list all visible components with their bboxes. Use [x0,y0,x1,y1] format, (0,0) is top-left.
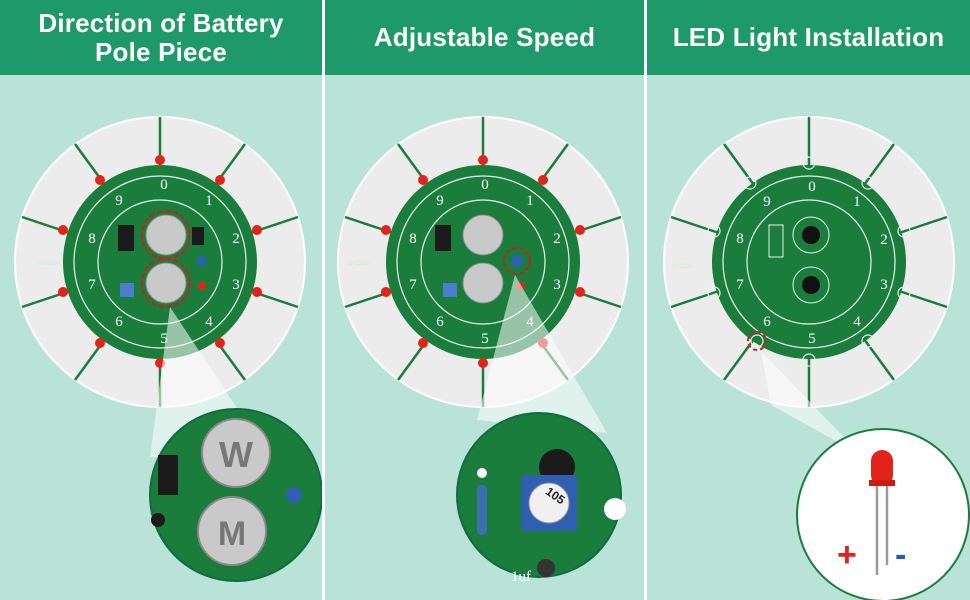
callout-circle [747,331,767,351]
switch [443,283,457,297]
ic-footprint [768,224,784,258]
pcb-board [63,165,257,359]
panel-header: LED Light Installation [647,0,970,75]
dial-number: 4 [205,314,213,330]
ic-chip [158,455,178,495]
dial-number: 0 [160,177,168,193]
callout-circle [141,210,191,260]
led-board-illustration: 0 1 2 3 4 5 6 7 8 9 XH2200 [663,116,970,600]
capacitor-label: 1uf [511,569,531,585]
mount-hole [604,498,626,520]
panel-led-installation: LED Light Installation [647,0,970,600]
dial-number: 8 [736,231,744,247]
panel-title: LED Light Installation [672,22,945,52]
ic-chip [192,227,204,245]
board-label: XH2200 [38,261,60,267]
dial-number: 2 [232,231,240,247]
battery-holder [462,262,504,304]
dial-number: 7 [88,277,96,293]
dial-number: 1 [205,193,213,209]
disc-segment-lines [670,117,948,407]
svg-text:M: M [218,515,246,553]
negative-sign: - [895,536,907,574]
panel-header: Adjustable Speed [325,0,644,75]
panel-title: Adjustable Speed [373,22,596,52]
dial-number: 6 [115,314,123,330]
zoom-view [796,428,970,600]
battery-holder [197,496,267,566]
capacitor [151,513,165,527]
callout-circle [141,258,191,308]
dial-number: 7 [409,277,417,293]
dial-number: 0 [808,179,816,195]
switch [120,283,134,297]
led-ring [58,155,262,368]
potentiometer [286,487,302,503]
dial-number: 1 [853,194,861,210]
dial-number: 6 [763,314,771,330]
battery-holder [462,214,504,256]
potentiometer [197,256,207,266]
capacitor [537,559,555,577]
dial-number: 8 [409,231,417,247]
zoom-beam [761,351,861,455]
dial-number: 6 [436,314,444,330]
battery-holder [145,214,187,256]
pcb-board [386,165,580,359]
board-label: XH2200 [671,264,693,270]
zoom-view [149,408,322,582]
battery-holder [145,262,187,304]
pcb-board [712,165,906,359]
ic-chip [435,225,451,251]
board-label: XH2200 [347,261,369,267]
positive-sign: + [837,536,857,574]
dial-numbers: 0 1 2 3 4 5 6 7 8 9 [736,179,888,347]
dial-number: 8 [88,231,96,247]
resistor [477,485,487,535]
dial-number: 2 [553,231,561,247]
potentiometer [511,255,523,267]
led-pads [707,156,911,367]
dial-number: 9 [115,193,123,209]
led-bulb [871,450,893,486]
battery-footprint [792,216,830,254]
dial-number: 7 [736,277,744,293]
dial-number: 3 [880,277,888,293]
callout-circle [503,247,531,275]
speed-board-illustration: 0 1 2 3 4 5 6 7 8 9 XH2200 [337,116,629,585]
dial-number: 3 [232,277,240,293]
led-component [869,450,895,575]
zoom-beam [477,275,607,433]
mount-hole [477,468,487,478]
dial-number: 5 [481,331,489,347]
panel-adjustable-speed: Adjustable Speed [325,0,644,600]
dial-number: 2 [880,232,888,248]
dial-number: 9 [763,194,771,210]
dial-number: 4 [853,314,861,330]
battery-footprint [792,266,830,304]
button [198,282,206,290]
dial-number: 1 [526,193,534,209]
panel-header: Direction of Battery Pole Piece [0,0,322,75]
dial-number: 3 [553,277,561,293]
panel-title: Direction of Battery Pole Piece [38,7,284,67]
panel-battery-direction: Direction of Battery Pole Piece [0,0,322,600]
dial-numbers: 0 1 2 3 4 5 6 7 8 9 [88,177,240,347]
dial-number: 0 [481,177,489,193]
potentiometer-knob [528,482,570,524]
dial-number: 5 [808,331,816,347]
dial-number: 5 [160,331,168,347]
battery-holder [201,418,271,488]
battery-board-illustration: 0 1 2 3 4 5 6 7 8 9 XH2200 [14,116,322,582]
dial-number: 9 [436,193,444,209]
svg-text:W: W [219,434,253,475]
ic-chip [118,225,134,251]
